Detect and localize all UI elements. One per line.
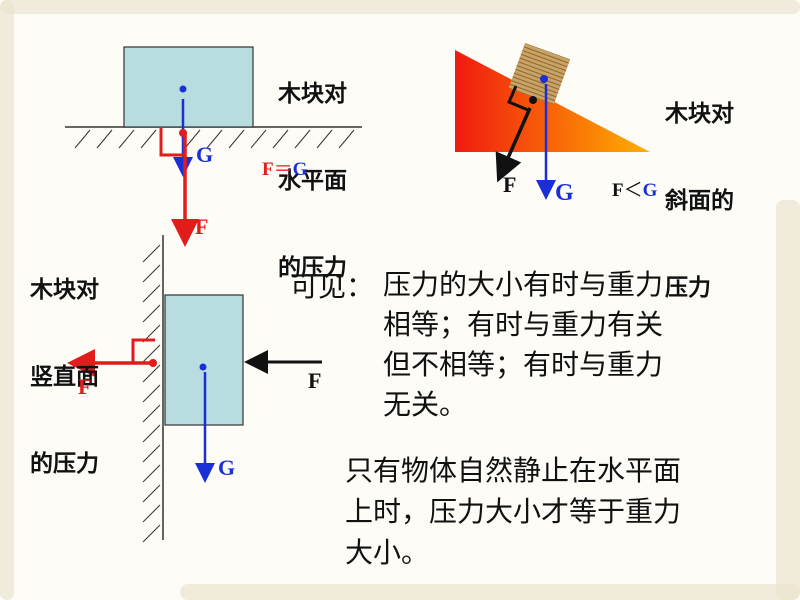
inequality-f-less-g: F＜G (612, 175, 657, 202)
label-vertical: 木块对 竖直面 的压力 (30, 218, 99, 537)
g-label-incline: G (555, 180, 574, 206)
wall-hatch (142, 304, 161, 323)
conclusion-line: 相等；有时与重力有关 (383, 308, 664, 341)
vine-border-left (0, 0, 14, 600)
eq-f: F (262, 159, 274, 180)
wall-hatch (142, 524, 161, 543)
note-line: 上时，压力大小才等于重力 (345, 495, 682, 528)
note-text: 只有物体自然静止在水平面 上时，压力大小才等于重力 大小。 (345, 450, 681, 573)
wall-hatch (142, 484, 161, 503)
vine-border-right (776, 200, 800, 600)
conclusion-line: 但不相等；有时与重力 (383, 348, 664, 381)
note-line: 只有物体自然静止在水平面 (345, 454, 682, 487)
lt-g: G (642, 180, 658, 201)
equation-f-equals-g: F＝G (262, 154, 307, 181)
label-incline: 木块对 斜面的 压力 (665, 42, 734, 361)
label-line: 木块对 (665, 101, 734, 127)
wall-hatch (142, 244, 161, 263)
conclusion-line: 压力的大小有时与重力 (383, 268, 664, 301)
vine-border-bottom (180, 584, 800, 600)
f-label-incline: F (503, 172, 517, 197)
label-line: 水平面 (278, 168, 347, 194)
wall-hatch (142, 444, 161, 463)
eq-sign: ＝ (273, 159, 293, 180)
wall-hatch (142, 264, 161, 283)
g-label-vertical: G (218, 455, 236, 480)
wall-hatch (142, 464, 161, 483)
lt-f: F (612, 180, 624, 201)
label-horizontal: 木块对 水平面 的压力 (278, 22, 347, 341)
f-label-horizontal: F (195, 214, 209, 239)
label-line: 竖直面 (30, 364, 99, 390)
note-line: 大小。 (345, 536, 430, 569)
wall-hatch (142, 384, 161, 403)
f-label-vertical-black: F (308, 368, 322, 393)
label-line: 的压力 (278, 255, 347, 281)
label-line: 压力 (665, 275, 711, 301)
conclusion-line: 无关。 (383, 388, 468, 421)
vine-border-top (0, 0, 800, 14)
wall-hatch (142, 424, 161, 443)
label-line: 的压力 (30, 451, 99, 477)
g-label-horizontal: G (196, 142, 214, 167)
lt-sign: ＜ (623, 180, 643, 201)
wall-hatch (142, 364, 161, 383)
wall-hatch (142, 404, 161, 423)
wall-hatch (142, 344, 161, 363)
incline-diagram (455, 42, 650, 200)
label-line: 木块对 (30, 277, 99, 303)
horizontal-diagram (65, 46, 362, 247)
eq-g: G (292, 159, 308, 180)
wall-hatch (142, 504, 161, 523)
vertical-diagram (67, 235, 322, 543)
f-label-vertical-red: F (78, 374, 92, 399)
conclusion-prefix: 可见： (290, 270, 375, 303)
conclusion-text: 压力的大小有时与重力 相等；有时与重力有关 但不相等；有时与重力 无关。 (383, 265, 663, 425)
label-line: 木块对 (278, 81, 347, 107)
wall-hatch (142, 284, 161, 303)
label-line: 斜面的 (665, 188, 734, 214)
